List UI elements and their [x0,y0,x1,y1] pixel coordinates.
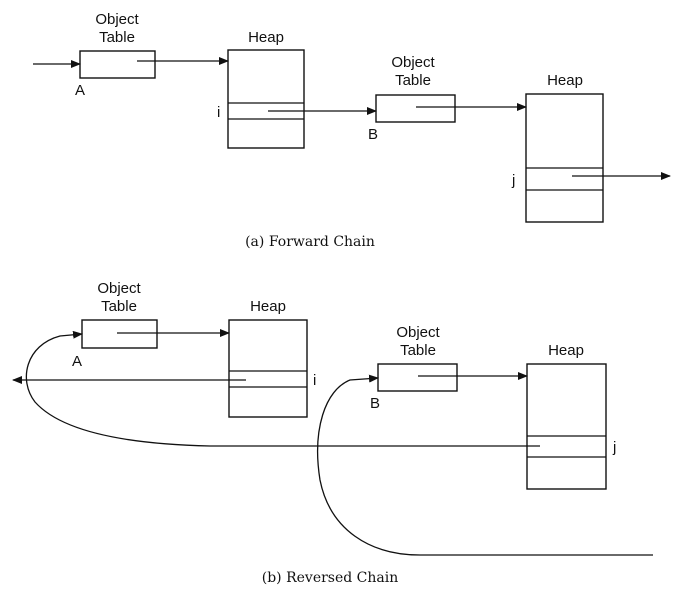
heap-2-slot-label: j [511,172,515,189]
table-b-name: B [368,126,378,143]
heap-1 [227,49,305,149]
table-a-label-line2: Table [99,29,135,46]
heap-2-label: Heap [548,342,584,359]
heap-1-slot-label: i [313,372,316,389]
heap-1-slot-label: i [217,104,220,121]
heap-1-label: Heap [250,298,286,315]
arrow-j-to-a-reversed [25,330,540,447]
heap-1 [228,319,308,418]
table-b-label-line2: Table [395,72,431,89]
heap-1-label: Heap [248,29,284,46]
table-b-label-line1: Object [391,54,435,71]
table-b-label-line1: Object [396,324,440,341]
reversed-chain-panel: Object Table A Heap i Object Table B Hea… [12,280,653,586]
caption-reversed-chain: (b) Reversed Chain [262,570,399,586]
arrow-incoming-to-b-reversed [317,374,653,556]
forward-chain-panel: Object Table A Heap i Object Table B Hea… [33,11,671,250]
table-b-label-line2: Table [400,342,436,359]
table-a-label-line1: Object [97,280,141,297]
object-table-a [79,50,156,79]
object-table-b [377,363,458,392]
heap-2 [525,93,604,223]
object-table-b [375,94,456,123]
heap-2 [526,363,607,490]
table-a-label-line2: Table [101,298,137,315]
heap-2-slot-label: j [612,439,616,456]
table-a-name: A [75,82,85,99]
table-a-label-line1: Object [95,11,139,28]
caption-forward-chain: (a) Forward Chain [245,234,375,250]
table-a-name: A [72,353,82,370]
table-b-name: B [370,395,380,412]
heap-2-label: Heap [547,72,583,89]
object-table-a [81,319,158,349]
